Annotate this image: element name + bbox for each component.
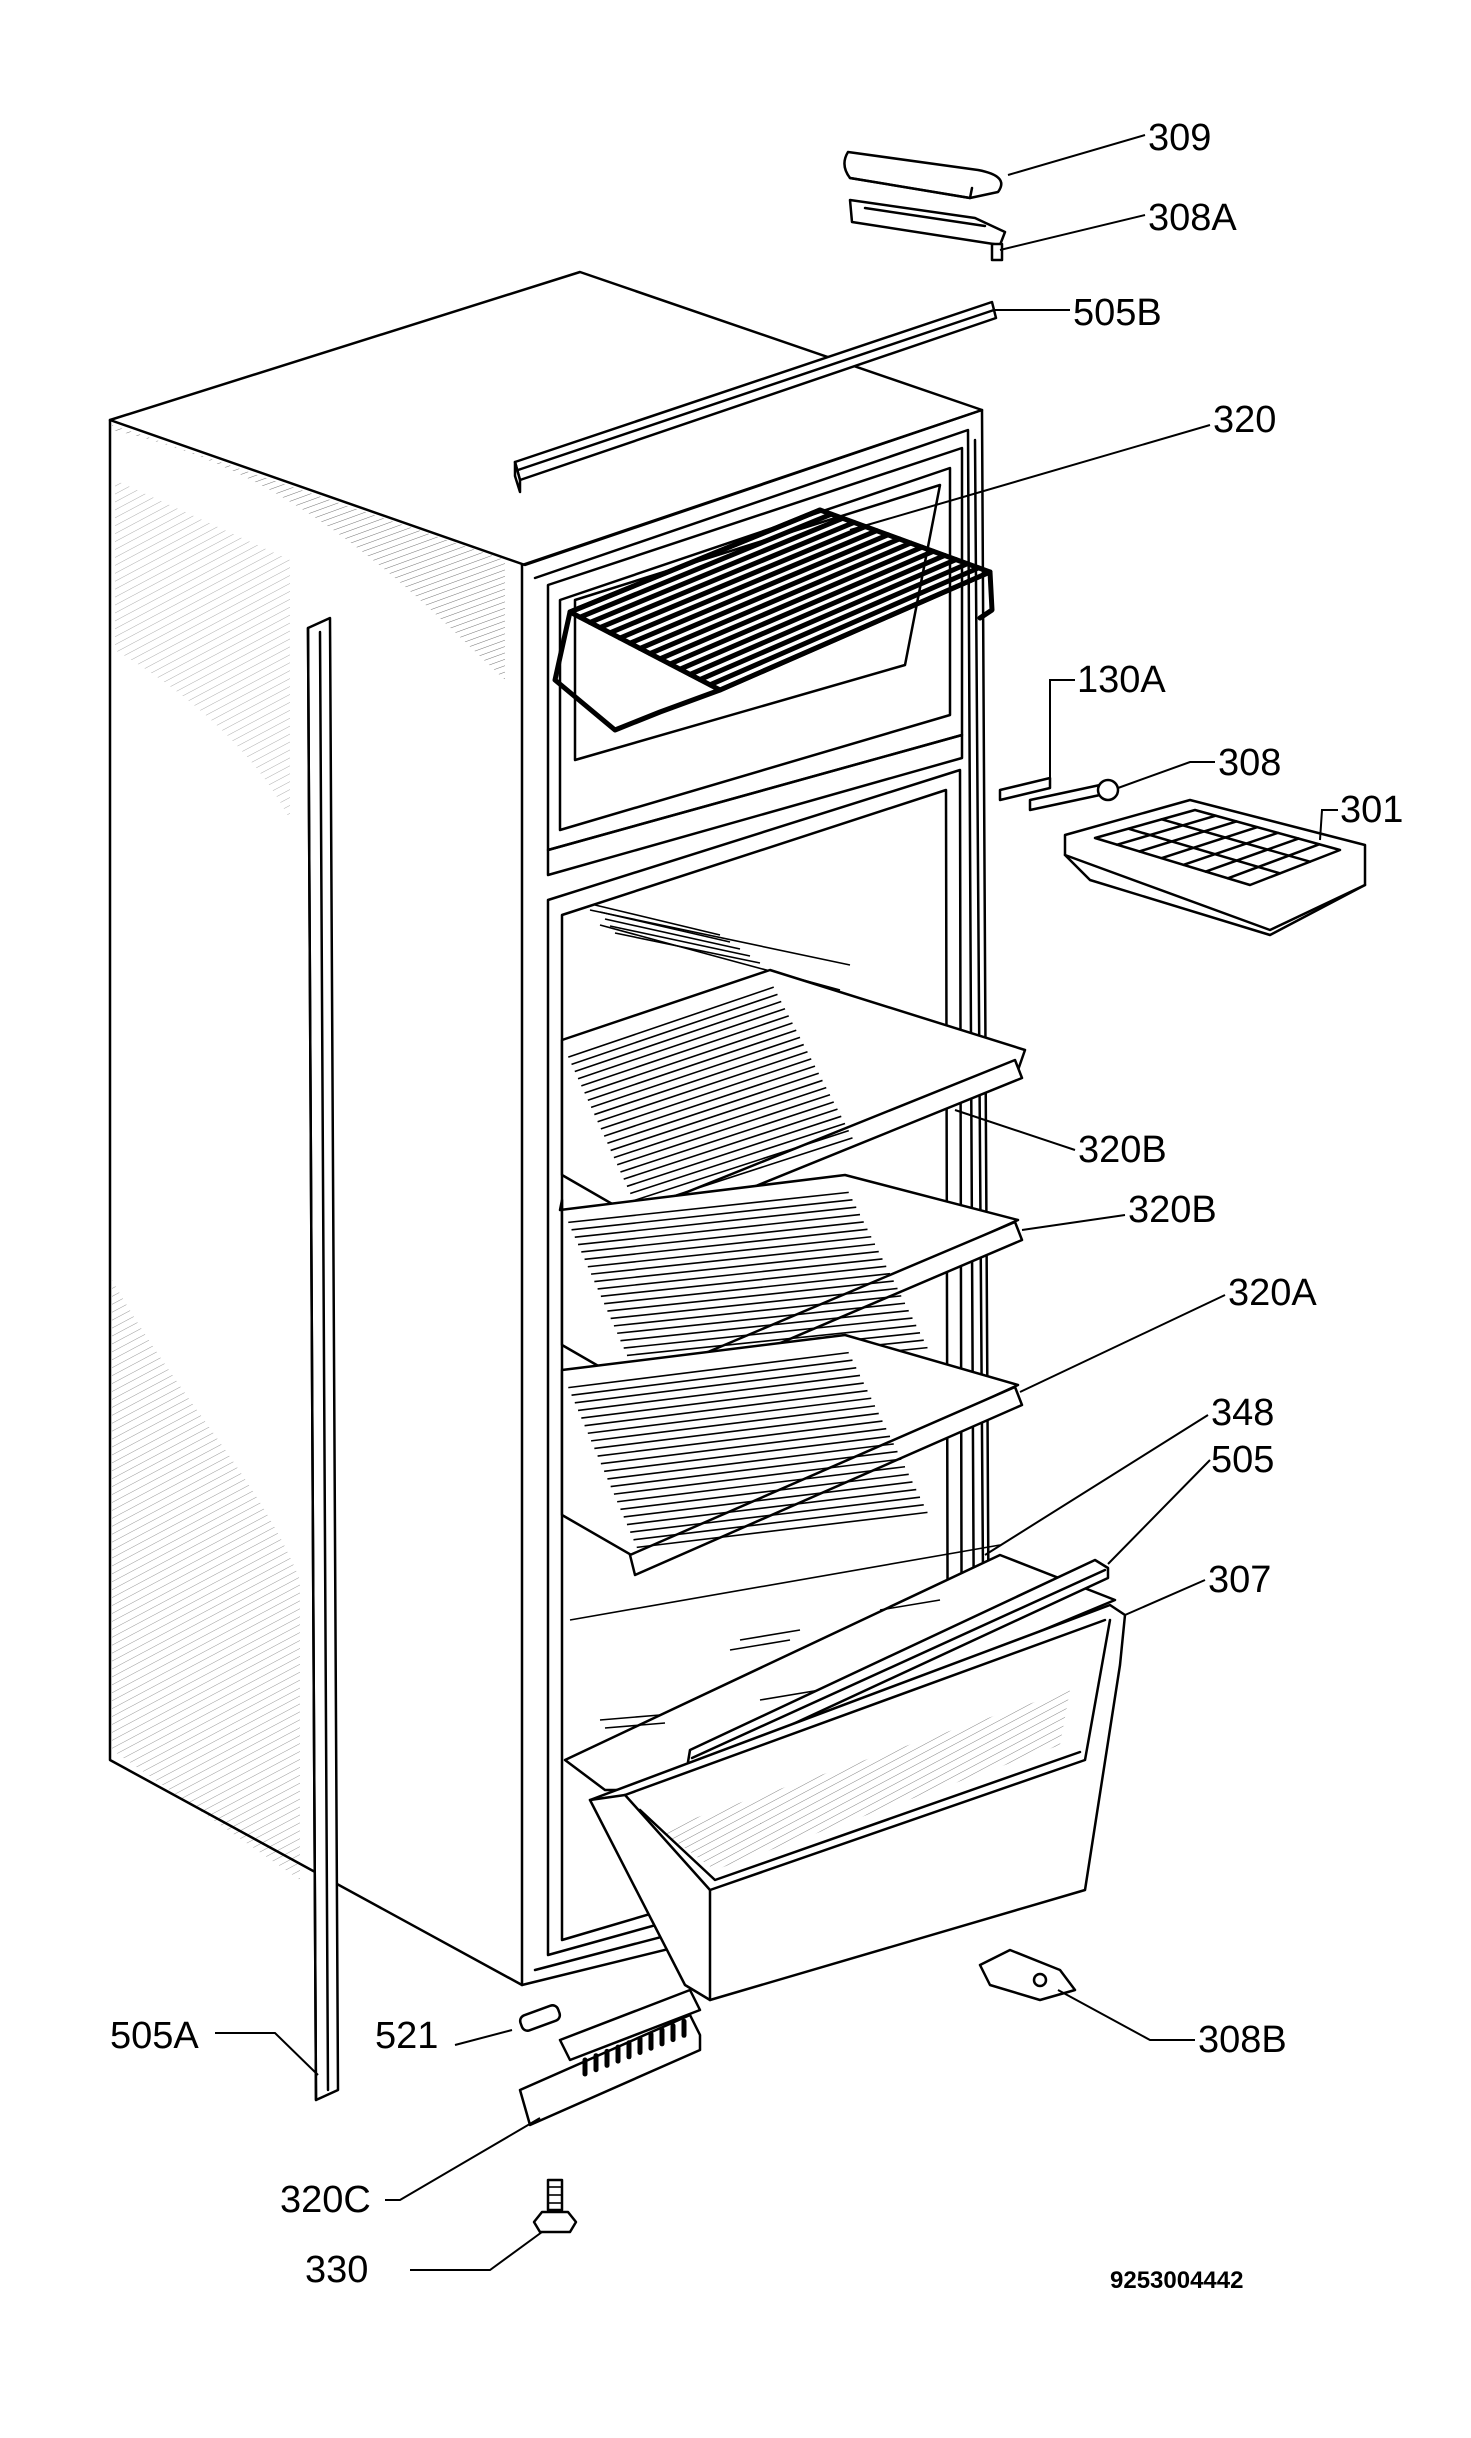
door-gasket-strip bbox=[306, 616, 340, 2102]
label-308: 308 bbox=[1218, 742, 1281, 784]
label-308a: 308A bbox=[1148, 197, 1237, 239]
label-505b: 505B bbox=[1073, 292, 1162, 334]
label-505a: 505A bbox=[110, 2015, 199, 2057]
logo-badge bbox=[518, 2004, 562, 2032]
label-505: 505 bbox=[1211, 1439, 1274, 1481]
levelling-foot bbox=[532, 2178, 578, 2234]
label-320b-upper: 320B bbox=[1078, 1129, 1167, 1171]
leader-lines bbox=[215, 134, 1338, 2271]
label-308b: 308B bbox=[1198, 2019, 1287, 2061]
document-number: 9253004442 bbox=[1110, 2267, 1243, 2294]
label-307: 307 bbox=[1208, 1559, 1271, 1601]
freezer-wire-shelf bbox=[552, 507, 995, 733]
middle-hinge bbox=[1028, 778, 1120, 812]
label-521: 521 bbox=[375, 2015, 438, 2057]
label-320c: 320C bbox=[280, 2179, 371, 2221]
lower-hinge bbox=[978, 1948, 1077, 2002]
label-301: 301 bbox=[1340, 789, 1403, 831]
ice-tray bbox=[1063, 798, 1367, 937]
door-seal-strip bbox=[998, 776, 1052, 802]
toe-kick-grille bbox=[518, 1988, 702, 2127]
crisper-drawer bbox=[588, 1603, 1127, 2002]
label-348: 348 bbox=[1211, 1392, 1274, 1434]
label-320a: 320A bbox=[1228, 1272, 1317, 1314]
hinge-cover bbox=[843, 150, 1003, 200]
evaporator-grid bbox=[594, 904, 761, 964]
upper-hinge bbox=[848, 198, 1007, 262]
label-309: 309 bbox=[1148, 117, 1211, 159]
part-labels: 309 308A 505B 320 130A 308 301 320B 320B… bbox=[110, 117, 1403, 2294]
label-320: 320 bbox=[1213, 399, 1276, 441]
glass-shelf-lower bbox=[560, 1333, 1024, 1577]
label-320b-middle: 320B bbox=[1128, 1189, 1217, 1231]
label-330: 330 bbox=[305, 2249, 368, 2291]
top-trim-strip bbox=[513, 300, 998, 494]
label-130a: 130A bbox=[1077, 659, 1166, 701]
